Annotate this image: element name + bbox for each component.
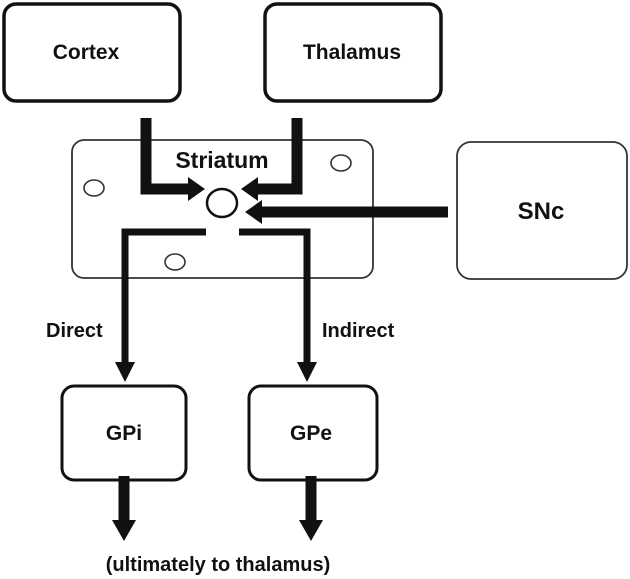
thalamus-node: Thalamus [263, 2, 443, 103]
gpe-node: GPe [247, 384, 379, 482]
snc-label: SNc [518, 198, 565, 225]
cortex-label: Cortex [53, 41, 120, 64]
arrow-indirect-pathway [239, 228, 317, 382]
footer-note: (ultimately to thalamus) [106, 554, 330, 576]
gpe-label: GPe [290, 422, 332, 445]
striatal-neuron [330, 154, 352, 172]
arrow-thalamus-to-striatum [241, 118, 303, 201]
gpi-label: GPi [106, 422, 142, 445]
arrow-direct-pathway [115, 228, 206, 382]
snc-node: SNc [456, 141, 628, 280]
thalamus-label: Thalamus [303, 41, 401, 64]
striatum-label: Striatum [175, 147, 268, 173]
gpi-node: GPi [60, 384, 188, 482]
arrow-cortex-to-striatum [140, 118, 205, 201]
striatal-neuron [83, 179, 105, 197]
cortex-node: Cortex [2, 2, 182, 103]
arrow-gpe-output [299, 476, 323, 541]
striatal-neuron [164, 253, 186, 271]
direct-pathway-label: Direct [46, 320, 103, 342]
striatal-target-neuron [205, 187, 239, 219]
indirect-pathway-label: Indirect [322, 320, 395, 342]
arrow-snc-to-striatum [245, 200, 448, 224]
arrow-gpi-output [112, 476, 136, 541]
